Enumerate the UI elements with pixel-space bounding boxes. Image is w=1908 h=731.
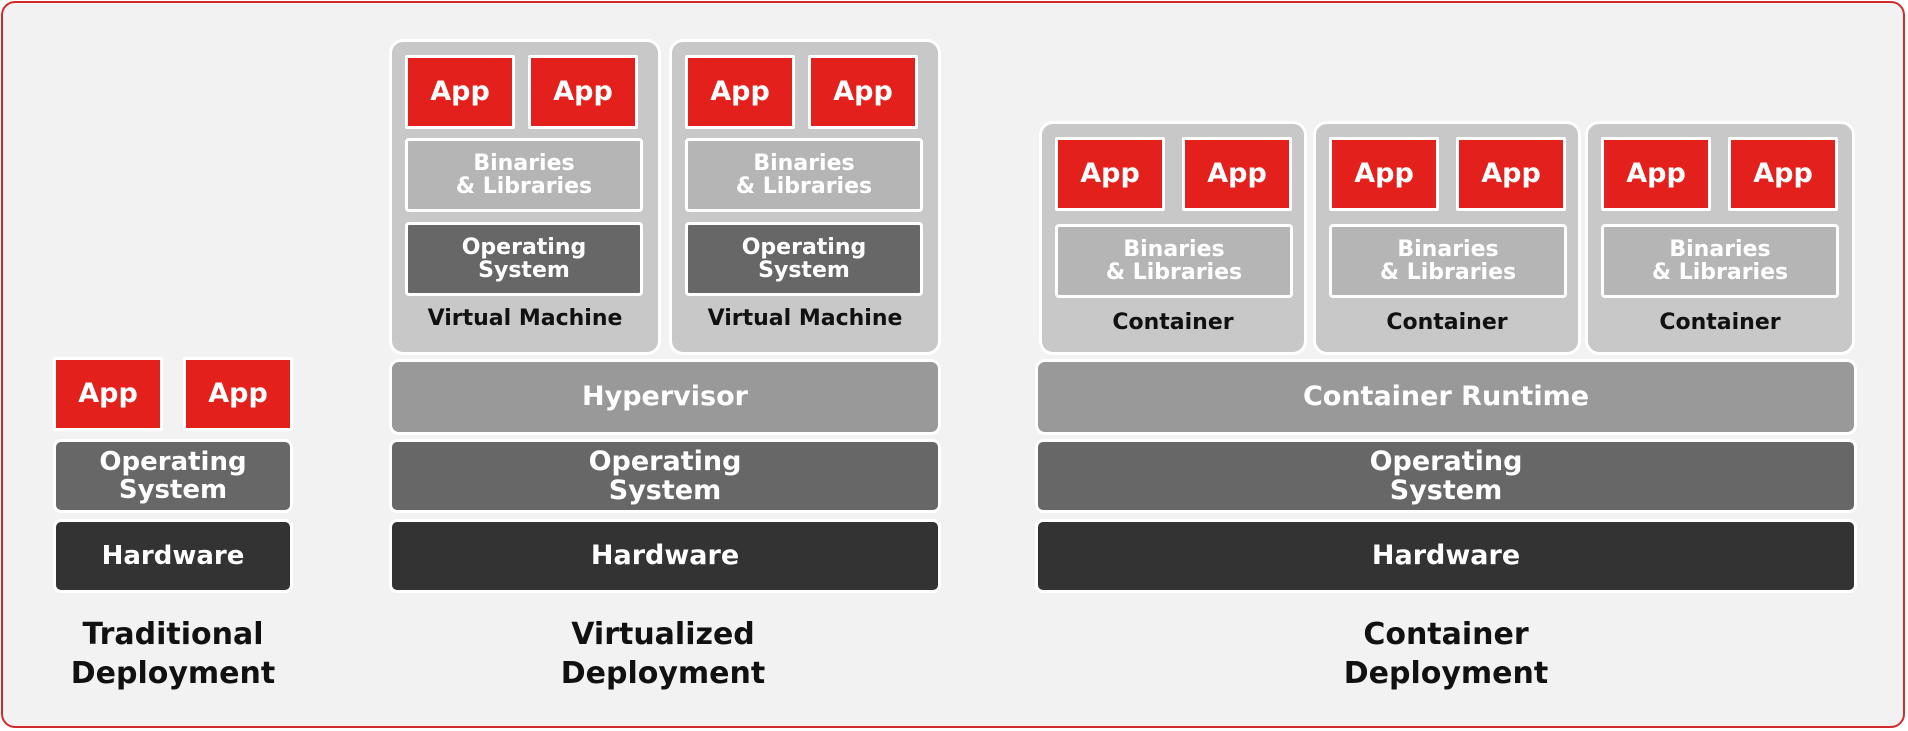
binaries-libraries-block: Binaries & Libraries bbox=[1601, 224, 1839, 298]
guest-os-block: Operating System bbox=[685, 222, 923, 296]
app-block: App bbox=[1055, 137, 1165, 211]
operating-system-layer: Operating System bbox=[53, 439, 293, 513]
app-block: App bbox=[183, 357, 293, 431]
virtual-machine-label: Virtual Machine bbox=[427, 306, 623, 331]
app-block: App bbox=[1601, 137, 1711, 211]
app-block: App bbox=[1329, 137, 1439, 211]
app-block: App bbox=[1728, 137, 1838, 211]
operating-system-layer: Operating System bbox=[1035, 439, 1857, 513]
hardware-layer: Hardware bbox=[389, 519, 941, 593]
traditional-deployment-caption: Traditional Deployment bbox=[70, 617, 276, 691]
container-2: App App Binaries & Libraries Container bbox=[1313, 121, 1581, 355]
binaries-libraries-block: Binaries & Libraries bbox=[1055, 224, 1293, 298]
container-label: Container bbox=[1112, 310, 1234, 335]
binaries-libraries-block: Binaries & Libraries bbox=[1329, 224, 1567, 298]
container-1: App App Binaries & Libraries Container bbox=[1039, 121, 1307, 355]
app-block: App bbox=[405, 55, 515, 129]
binaries-libraries-block: Binaries & Libraries bbox=[685, 138, 923, 212]
app-block: App bbox=[1456, 137, 1566, 211]
app-block: App bbox=[808, 55, 918, 129]
app-block: App bbox=[1182, 137, 1292, 211]
virtual-machine-2: App App Binaries & Libraries Operating S… bbox=[669, 39, 941, 355]
hardware-layer: Hardware bbox=[1035, 519, 1857, 593]
app-block: App bbox=[685, 55, 795, 129]
operating-system-layer: Operating System bbox=[389, 439, 941, 513]
container-label: Container bbox=[1659, 310, 1781, 335]
container-runtime-layer: Container Runtime bbox=[1035, 359, 1857, 435]
virtual-machine-1: App App Binaries & Libraries Operating S… bbox=[389, 39, 661, 355]
binaries-libraries-block: Binaries & Libraries bbox=[405, 138, 643, 212]
hardware-layer: Hardware bbox=[53, 519, 293, 593]
virtual-machine-label: Virtual Machine bbox=[707, 306, 903, 331]
guest-os-block: Operating System bbox=[405, 222, 643, 296]
app-block: App bbox=[53, 357, 163, 431]
app-block: App bbox=[528, 55, 638, 129]
virtualized-deployment-caption: Virtualized Deployment bbox=[560, 617, 766, 691]
hypervisor-layer: Hypervisor bbox=[389, 359, 941, 435]
container-3: App App Binaries & Libraries Container bbox=[1585, 121, 1855, 355]
container-deployment-caption: Container Deployment bbox=[1343, 617, 1549, 691]
container-label: Container bbox=[1386, 310, 1508, 335]
